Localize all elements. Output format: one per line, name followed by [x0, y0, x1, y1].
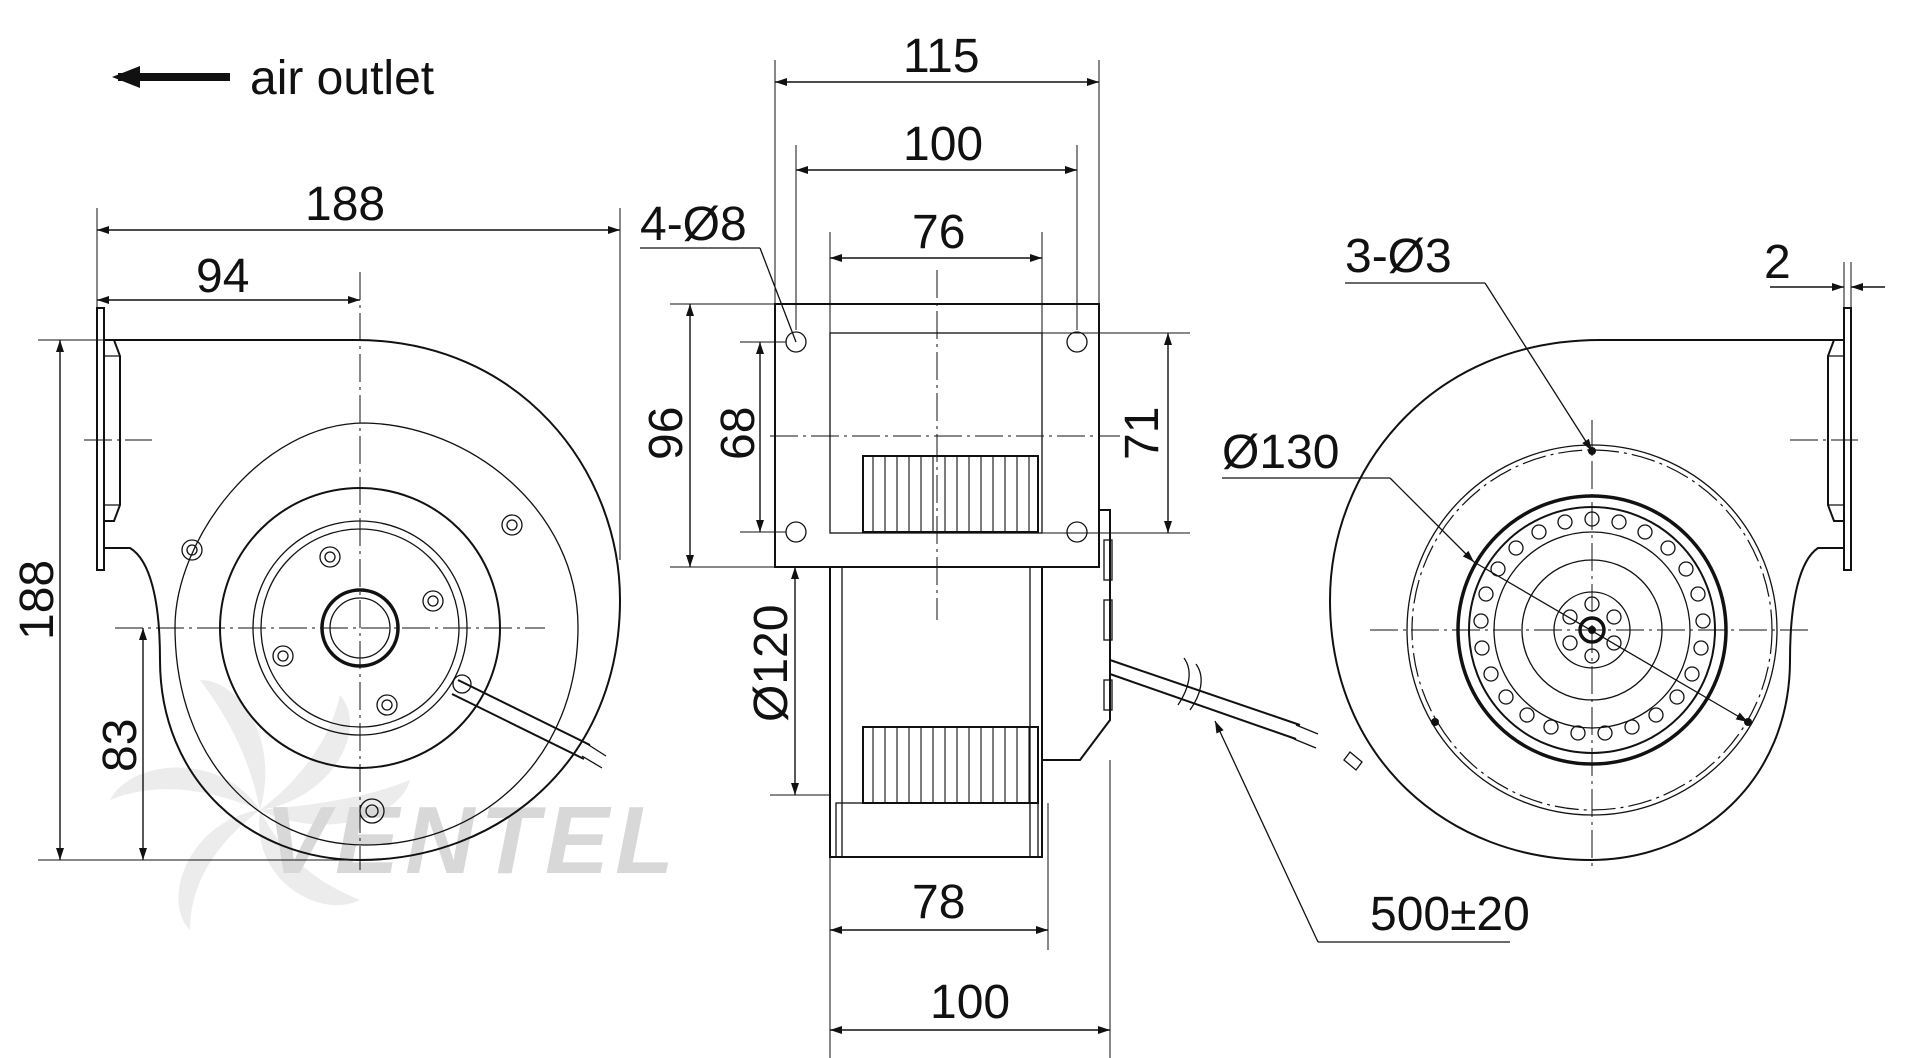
- dim-flange-96: 96: [640, 407, 693, 460]
- dim-outlet-71: 71: [1116, 407, 1169, 460]
- dim-motor-holes-3x3: 3-Ø3: [1345, 230, 1452, 283]
- dim-height-188: 188: [11, 560, 64, 640]
- dim-axis-83: 83: [94, 719, 147, 772]
- air-outlet-label: air outlet: [250, 52, 434, 105]
- dim-spacing-68: 68: [712, 407, 765, 460]
- watermark-brand: VENTEL: [265, 787, 680, 894]
- front-view: [84, 272, 622, 870]
- dim-impeller-78: 78: [912, 876, 965, 929]
- dim-half-94: 94: [196, 250, 249, 303]
- dim-flange-2: 2: [1764, 236, 1791, 289]
- front-view-dimensions: [38, 208, 621, 861]
- rear-view: [1328, 307, 1858, 870]
- dim-cable-500: 500±20: [1370, 888, 1530, 941]
- dim-base-100: 100: [930, 976, 1010, 1029]
- dim-depth-115: 115: [903, 30, 980, 83]
- watermark-fan-icon: [110, 680, 410, 930]
- dim-inlet-76: 76: [912, 206, 965, 259]
- dim-flange-100: 100: [903, 118, 983, 171]
- air-outlet-arrow-icon: [112, 66, 230, 88]
- side-view-dimensions: [640, 60, 1190, 1058]
- dim-circle-130: Ø130: [1222, 426, 1339, 479]
- rear-view-dimensions: [1214, 262, 1885, 943]
- side-view: [770, 270, 1319, 858]
- dim-housing-120: Ø120: [745, 605, 798, 722]
- dim-holes-4x8: 4-Ø8: [640, 198, 747, 251]
- dim-width-188: 188: [305, 178, 385, 231]
